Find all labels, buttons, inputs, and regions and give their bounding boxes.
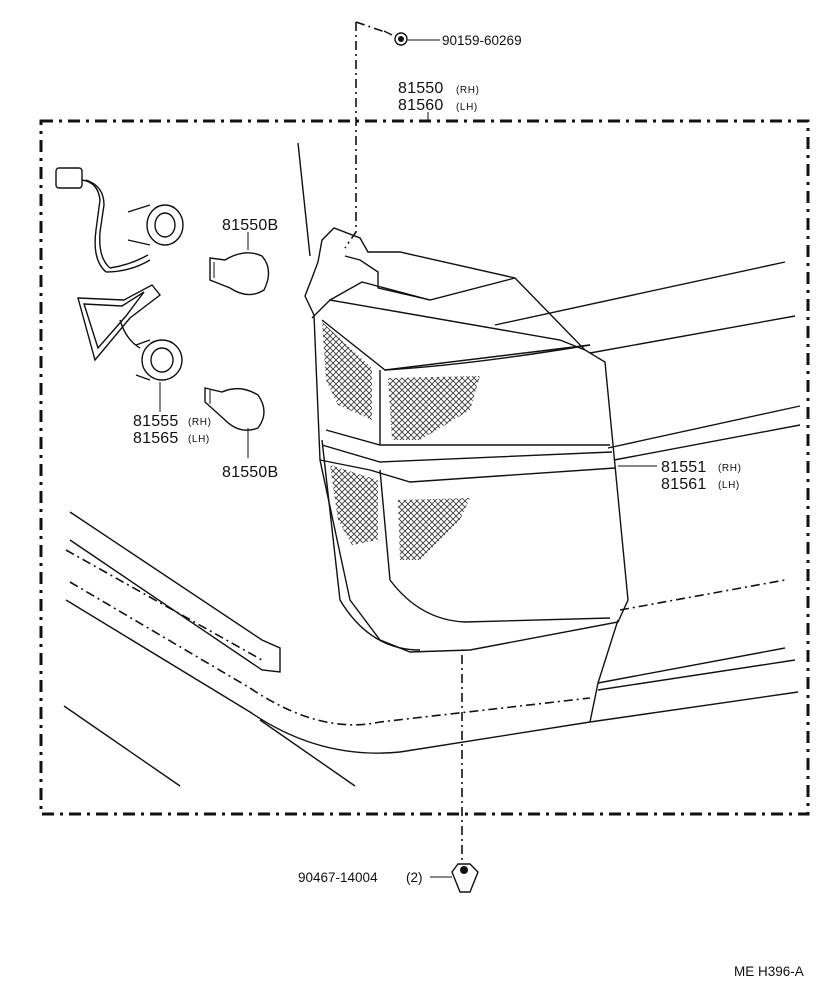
nut-part-number: 90467-14004: [298, 870, 378, 885]
socket-wire-number-lh: 81565: [133, 430, 179, 447]
lamp-assy-suffix-rh: (RH): [456, 85, 480, 96]
screw-part-number: 90159-60269: [442, 33, 522, 48]
bulb-lower-icon: [204, 387, 265, 458]
label-bulb-lower: 81550B: [222, 464, 278, 481]
assembly-boundary: [39, 112, 810, 816]
label-lamp-assy: 81550 (RH) 81560 (LH): [398, 80, 480, 114]
bulb-upper-icon: [209, 232, 270, 296]
socket-wire-suffix-lh: (LH): [188, 434, 210, 445]
lamp-assy-number-lh: 81560: [398, 97, 444, 114]
label-lens: 81551 (RH) 81561 (LH): [661, 459, 742, 493]
bulb-lower-number: 81550B: [222, 464, 278, 481]
label-nut: 90467-14004 (2): [298, 870, 423, 885]
lamp-assy-suffix-lh: (LH): [456, 102, 478, 113]
nut-quantity: (2): [406, 870, 423, 885]
lens-suffix-rh: (RH): [718, 463, 742, 474]
lamp-assy-number-rh: 81550: [398, 80, 444, 97]
label-screw: 90159-60269: [442, 33, 522, 48]
lens-number-lh: 81561: [661, 476, 707, 493]
drawing-code: ME H396-A: [734, 964, 804, 979]
lens-number-rh: 81551: [661, 459, 707, 476]
bulb-upper-number: 81550B: [222, 217, 278, 234]
label-socket-wire: 81555 (RH) 81565 (LH): [133, 413, 212, 447]
socket-wire-suffix-rh: (RH): [188, 417, 212, 428]
nut-icon: [430, 655, 479, 893]
label-bulb-upper: 81550B: [222, 217, 278, 234]
socket-and-wire-icon: [55, 167, 184, 412]
lens-suffix-lh: (LH): [718, 480, 740, 491]
screw-icon: [344, 21, 440, 249]
tail-lamp-housing: [304, 227, 657, 653]
vehicle-body-outline: [63, 142, 801, 787]
socket-wire-number-rh: 81555: [133, 413, 179, 430]
